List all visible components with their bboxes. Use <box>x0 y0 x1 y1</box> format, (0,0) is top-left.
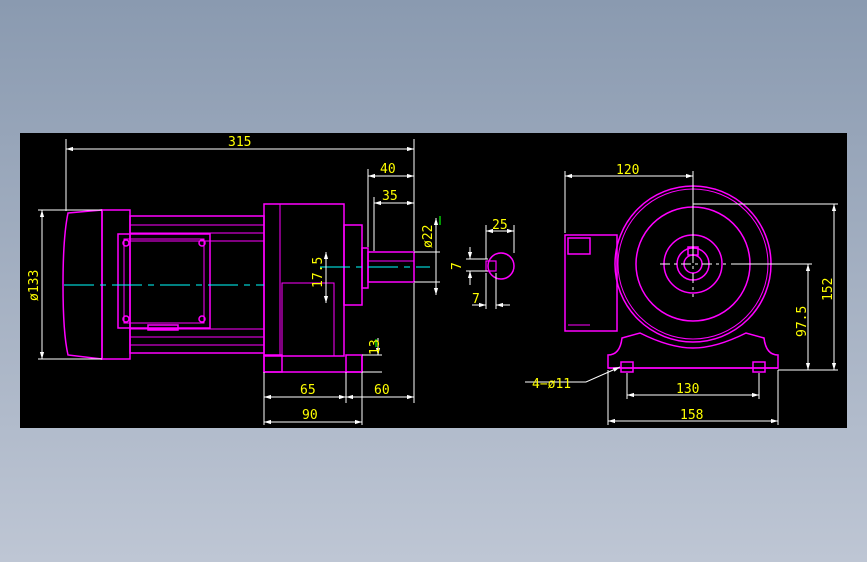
cad-drawing: 315 40 35 ø22 17.5 ø133 13 65 60 90 25 7… <box>27 135 838 425</box>
dim-key-height: 7 <box>450 262 465 270</box>
dim-foot-height: 13 <box>368 339 383 355</box>
mount-hole-left <box>620 361 634 373</box>
foot-right <box>345 354 363 373</box>
end-view-dimensions <box>525 171 838 425</box>
dim-foot-spacing: 65 <box>300 383 316 398</box>
end-view <box>564 185 779 373</box>
end-view-base <box>607 332 779 369</box>
end-view-terminal-box <box>564 234 618 332</box>
dim-mount-holes: 4−ø11 <box>532 377 571 392</box>
gear-output-collar <box>361 247 369 289</box>
dim-center-height: 97.5 <box>795 306 810 337</box>
terminal-box <box>117 233 211 329</box>
dim-key-length: 35 <box>382 189 398 204</box>
dim-shaft-height: 17.5 <box>311 257 326 288</box>
terminal-screw <box>198 315 206 323</box>
dim-section-width: 25 <box>492 218 508 233</box>
dim-base-width: 158 <box>680 408 703 423</box>
shaft-keyway <box>485 260 497 272</box>
cooling-fins <box>130 224 264 346</box>
dim-overall-length: 315 <box>228 135 251 150</box>
terminal-screw <box>122 239 130 247</box>
gearbox-housing <box>263 203 345 357</box>
dim-shaft-length: 40 <box>380 162 396 177</box>
shaft-section-circle <box>487 252 515 280</box>
gearbox-flange <box>343 224 363 306</box>
side-view <box>62 203 415 373</box>
dim-overall-height: 152 <box>821 278 836 301</box>
mounting-base <box>263 356 363 373</box>
terminal-screw <box>122 315 130 323</box>
mount-hole-right <box>752 361 766 373</box>
foot-left <box>263 354 283 373</box>
dim-center-offset: 120 <box>616 163 639 178</box>
dim-shaft-diameter: ø22 <box>421 225 436 248</box>
dim-base-length: 90 <box>302 408 318 423</box>
cad-drawing-canvas: 315 40 35 ø22 17.5 ø133 13 65 60 90 25 7… <box>20 133 847 428</box>
shaft-section <box>375 216 515 347</box>
dim-foot-offset: 60 <box>374 383 390 398</box>
side-view-dimensions <box>38 139 440 425</box>
terminal-screw <box>198 239 206 247</box>
centerlines <box>64 266 430 286</box>
dim-motor-diameter: ø133 <box>27 270 42 301</box>
fan-cover <box>62 209 103 360</box>
dim-hole-spacing: 130 <box>676 382 699 397</box>
dim-key-width: 7 <box>472 292 480 307</box>
